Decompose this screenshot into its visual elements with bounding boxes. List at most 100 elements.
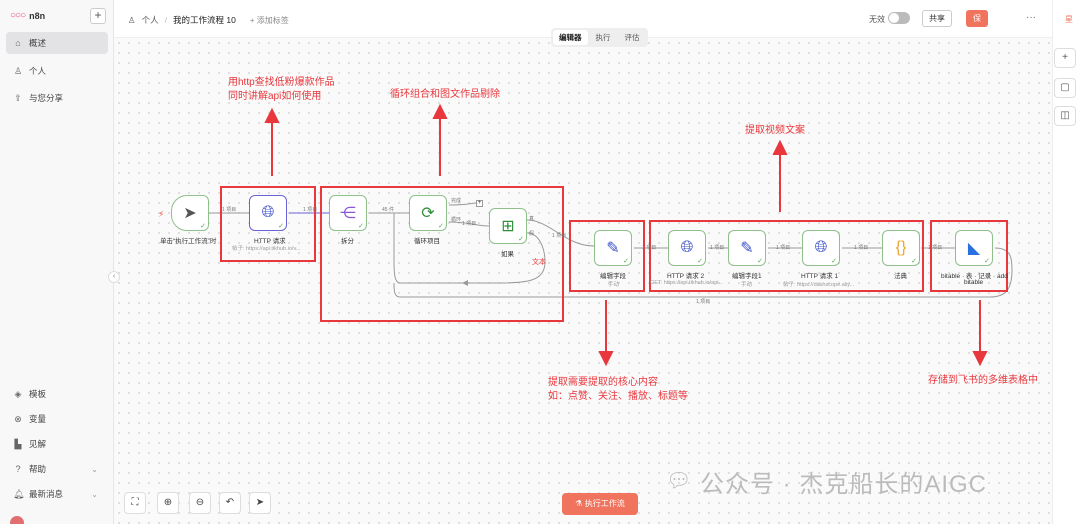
node-http-request[interactable]: 🌐︎ ✓ [249,195,287,231]
node-label: bitable [964,279,984,286]
sidebar-item-overview[interactable]: ⌂ 概述 [6,32,108,54]
annotation-arrowhead [772,139,788,155]
execute-label: 执行工作流 [584,499,625,508]
annotation-arrowhead [432,103,448,119]
edge-label: 1 项目 [303,207,318,213]
insights-icon: ▙ [14,438,22,449]
success-check-icon: ✓ [200,223,206,230]
node-label: 法典 [894,273,907,280]
share-button[interactable]: 共享 [922,10,952,27]
sidebar-item-label: 模板 [29,389,47,399]
collapse-sidebar-button[interactable]: ‹ [108,271,120,283]
n8n-logo[interactable]: ○○○ n8n [10,10,45,21]
edge-label: 1 项目 [222,207,237,213]
add-tag-button[interactable]: + 添加标签 [249,15,289,25]
node-code[interactable]: {} ✓ [882,230,920,266]
node-label: 编辑字段 [600,273,626,280]
annotation-line: 同时讲解api如何使用 [228,91,322,102]
if-signpost-icon: ⊞ [501,218,515,235]
wire [448,202,478,206]
save-button[interactable]: 保 [966,10,988,27]
node-http-request-2[interactable]: 🌐︎ ✓ [668,230,706,266]
tab-editor[interactable]: 编辑器 [553,30,588,45]
annotation-video: 提取视频文案 [745,125,805,136]
panel-toggle-button[interactable]: ◫ [1054,106,1076,126]
node-if[interactable]: ⊞ ✓ [489,208,527,244]
annotation-text-tag: 文本 [532,259,546,266]
annotation-extract: 提取需要提取的核心内容 如：点赞、关注、播放、标题等 [548,376,688,404]
edge-label: 1 项目 [642,245,657,251]
star-label[interactable]: 星 [1065,15,1073,24]
wire [393,213,546,284]
edge-label: 循环 [451,217,462,223]
help-icon: ? [15,464,21,474]
edge-label: 完成 [451,198,462,204]
annotation-bitable: 存储到飞书的多维表格中 [928,375,1038,386]
edge-label: 45 件 [382,207,394,213]
node-label: bitable · 表 · 记录 · add [941,273,1008,280]
tab-evaluations[interactable]: 评估 [624,33,640,42]
sidebar-item-insights[interactable]: ▙ 见解 [6,433,108,455]
add-node-button[interactable]: + [1054,48,1076,68]
edge-label: 1 项目 [928,245,943,251]
user-icon: ♙ [128,14,136,25]
node-edit-fields-1[interactable]: ✎ ✓ [728,230,766,266]
user-icon: ♙ [13,65,23,76]
sidebar-item-templates[interactable]: ◈ 模板 [6,383,108,405]
sticky-note-button[interactable]: ▢ [1054,78,1076,98]
select-tool-button[interactable]: ➤ [249,492,271,514]
sidebar-item-personal[interactable]: ♙ 个人 [6,60,108,82]
active-toggle[interactable] [888,12,910,24]
wire [393,247,1013,298]
sidebar-item-label: 概述 [29,38,47,48]
create-button[interactable]: + [90,8,106,24]
node-manual-trigger[interactable]: ➤ ✓ [171,195,209,231]
edge-label: 1 项目 [776,245,791,251]
annotation-http: 用http查找低粉爆款作品 同时讲解api如何使用 [228,76,335,104]
sidebar-item-help[interactable]: ? 帮助 ⌄ [6,458,108,480]
pencil-icon: ✎ [740,240,754,257]
annotation-loop: 循环组合和图文作品剔除 [390,89,500,100]
add-connection-button[interactable]: + [476,200,483,207]
loop-icon: ⟳ [421,205,435,222]
node-label: 编辑字段1 [732,273,762,280]
node-label: HTTP 请求 2 [667,273,705,280]
node-bitable[interactable]: ◣ ✓ [955,230,993,266]
globe-icon: 🌐︎ [680,239,694,256]
success-check-icon: ✓ [358,223,364,230]
fit-view-button[interactable]: ⛶ [124,492,146,514]
zoom-out-button[interactable]: ⊖ [189,492,211,514]
node-loop-items[interactable]: ⟳ ✓ [409,195,447,231]
undo-button[interactable]: ↶ [219,492,241,514]
sidebar-item-label: 帮助 [29,464,47,474]
breadcrumb-separator: / [164,15,168,25]
sidebar-item-shared[interactable]: ⇪ 与您分享 [6,87,108,109]
node-label: 如果 [501,251,514,258]
tab-executions[interactable]: 执行 [595,33,611,42]
sidebar-item-news[interactable]: 🔔︎ 最新消息 ⌄ [6,483,108,505]
sidebar-item-label: 个人 [29,66,47,76]
node-label: 单击“执行工作流”时 [160,238,217,245]
share-icon: ⇪ [14,92,22,103]
home-icon: ⌂ [15,38,21,48]
chevron-down-icon: ⌄ [91,464,98,474]
template-icon: ◈ [14,388,22,399]
success-check-icon: ✓ [518,236,524,243]
avatar[interactable] [10,516,24,524]
zoom-in-button[interactable]: ⊕ [157,492,179,514]
edge-label: 1 项目 [552,233,567,239]
workflow-title[interactable]: 我的工作流程 10 [173,15,236,25]
execute-workflow-button[interactable]: ⚗ 执行工作流 [562,493,638,515]
node-split[interactable]: ⋲ ✓ [329,195,367,231]
node-subtitle: 手动 [741,282,753,288]
node-edit-fields[interactable]: ✎ ✓ [594,230,632,266]
node-label: HTTP 请求 [254,238,286,245]
node-label: 循环项目 [414,238,440,245]
breadcrumb-owner[interactable]: 个人 [141,15,159,25]
feishu-bitable-icon: ◣ [967,240,981,257]
success-check-icon: ✓ [831,258,837,265]
node-http-request-1[interactable]: 🌐︎ ✓ [802,230,840,266]
more-options-icon[interactable]: ··· [1026,12,1036,23]
sidebar-item-variables[interactable]: ⊗ 变量 [6,408,108,430]
node-subtitle: GET: https://api.tikhub.io/api... [650,280,724,286]
